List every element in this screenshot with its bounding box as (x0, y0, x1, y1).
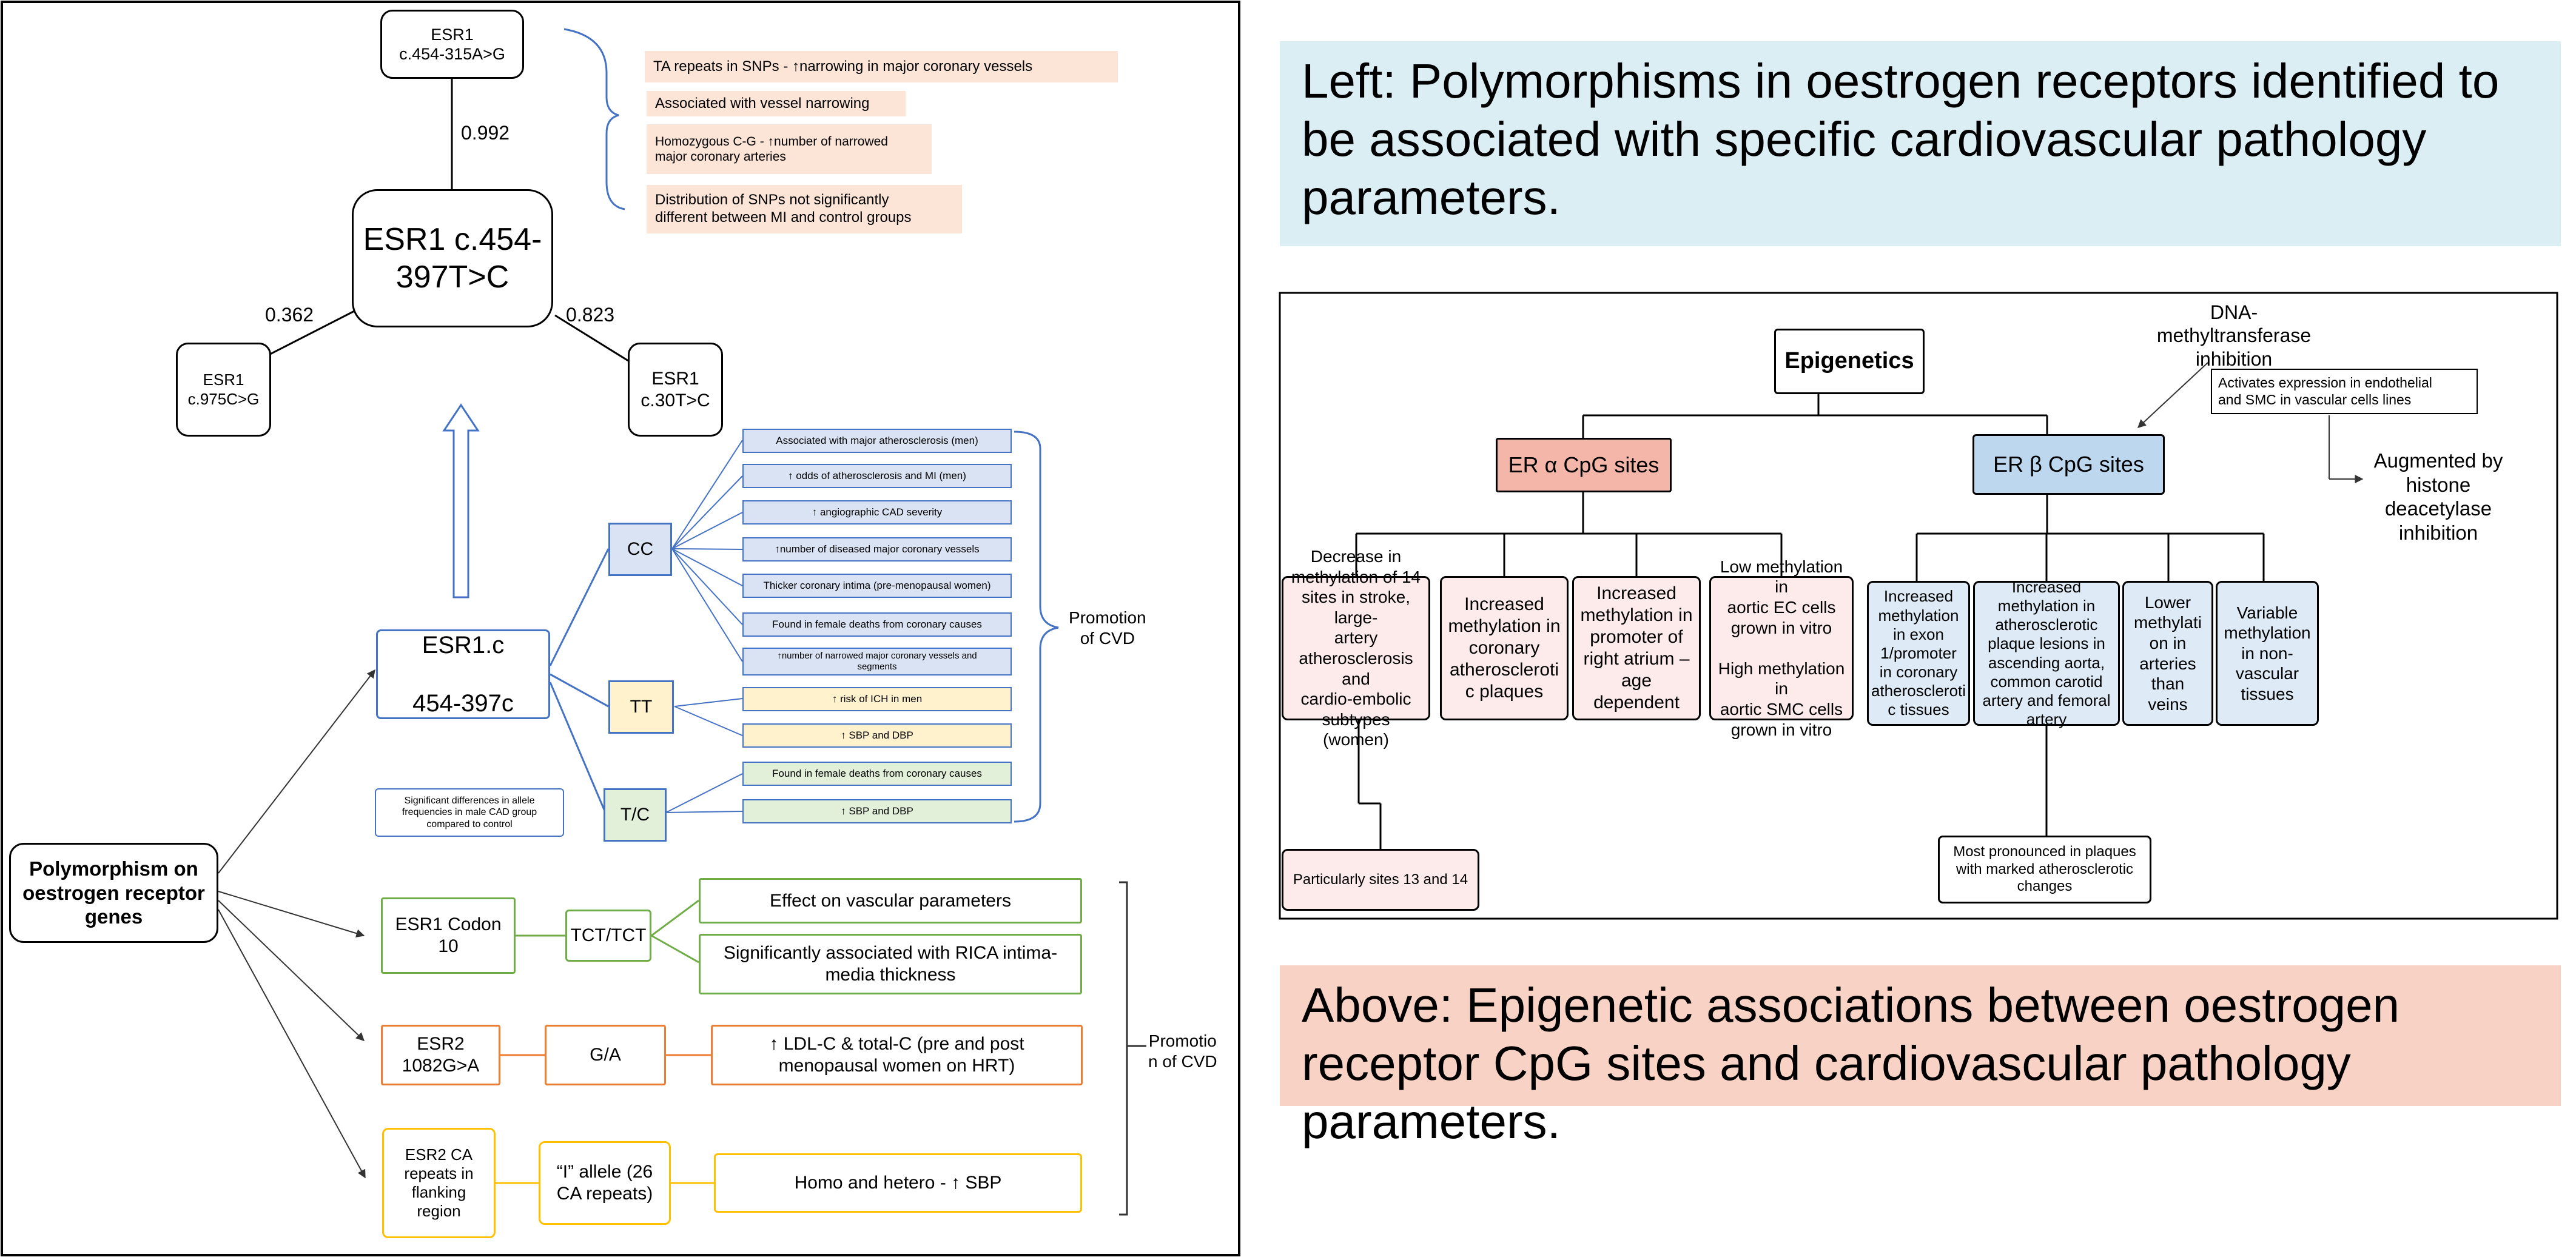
genotype-tc: T/C (604, 788, 667, 842)
linkage-value-left: 0.362 (265, 304, 314, 326)
linkage-value-right: 0.823 (566, 304, 615, 326)
genotype-cc: CC (608, 523, 672, 576)
cc-finding-1: Associated with major atherosclerosis (m… (742, 429, 1012, 453)
alpha-child-2: Increased methylation in coronary athero… (1440, 576, 1569, 720)
cc-finding-6: Found in female deaths from coronary cau… (742, 612, 1012, 637)
esr2-ca-node: ESR2 CA repeats in flanking region (382, 1128, 496, 1238)
esr1-codon10-node: ESR1 Codon 10 (381, 897, 516, 974)
note-snp-distribution: Distribution of SNPs not significantly d… (647, 185, 962, 233)
promotion-cvd-label-2: Promotio n of CVD (1148, 1031, 1217, 1071)
ga-genotype: G/A (545, 1025, 666, 1085)
esr1-left-node: ESR1 c.975C>G (176, 343, 271, 437)
alpha-child-1: Decrease in methylation of 14 sites in s… (1282, 547, 1430, 749)
esr1-top-node: ESR1 c.454-315A>G (380, 10, 524, 79)
genotype-tt: TT (608, 680, 674, 734)
er-alpha-cpg-node: ER α CpG sites (1496, 438, 1672, 492)
linkage-value-top: 0.992 (461, 122, 510, 144)
cc-finding-5: Thicker coronary intima (pre-menopausal … (742, 574, 1012, 598)
cc-finding-4: ↑number of diseased major coronary vesse… (742, 537, 1012, 561)
codon-finding-1: Effect on vascular parameters (699, 878, 1082, 923)
activates-expression-note: Activates expression in endothelial and … (2211, 369, 2478, 414)
cc-finding-3: ↑ angiographic CAD severity (742, 500, 1012, 525)
allele-frequency-note: Significant differences in allele freque… (375, 788, 564, 837)
esr1c-node: ESR1.c 454-397c (376, 629, 550, 719)
esr2-1082-node: ESR2 1082G>A (381, 1025, 500, 1085)
dna-methyltransferase-label: DNA- methyltransferase inhibition (2156, 301, 2312, 370)
esr1-right-node: ESR1 c.30T>C (628, 343, 723, 437)
plaques-note: Most pronounced in plaques with marked a… (1938, 836, 2151, 903)
alpha-child-3: Increased methylation in promoter of rig… (1572, 576, 1701, 720)
tc-finding-2: ↑ SBP and DBP (742, 799, 1012, 823)
note-homozygous: Homozygous C-G - ↑number of narrowed maj… (647, 124, 932, 174)
beta-child-4: Variable methylation in non- vascular ti… (2216, 581, 2319, 726)
ldl-finding: ↑ LDL-C & total-C (pre and post menopaus… (711, 1025, 1083, 1085)
tct-genotype: TCT/TCT (565, 910, 651, 962)
note-vessel-narrowing: Associated with vessel narrowing (647, 91, 906, 116)
alpha-child-4: Low methylation in aortic EC cells grown… (1709, 557, 1854, 739)
epigenetics-title: Epigenetics (1774, 329, 1925, 394)
caption-above: Above: Epigenetic associations between o… (1280, 965, 2561, 1148)
er-beta-cpg-node: ER β CpG sites (1972, 434, 2165, 495)
cc-finding-2: ↑ odds of atherosclerosis and MI (men) (742, 464, 1012, 488)
tt-finding-1: ↑ risk of ICH in men (742, 687, 1012, 711)
homo-hetero-finding: Homo and hetero - ↑ SBP (714, 1153, 1082, 1213)
tc-finding-1: Found in female deaths from coronary cau… (742, 762, 1012, 786)
codon-finding-2: Significantly associated with RICA intim… (699, 934, 1082, 994)
note-ta-repeats: TA repeats in SNPs - ↑narrowing in major… (645, 51, 1118, 82)
i-allele-node: “I” allele (26 CA repeats) (539, 1141, 671, 1225)
beta-child-3: Lower methylati on in arteries than vein… (2122, 581, 2213, 726)
beta-child-1: Increased methylation in exon 1/promoter… (1867, 581, 1970, 726)
promotion-cvd-label-1: Promotion of CVD (1069, 608, 1146, 648)
augmented-label: Augmented by histone deacetylase inhibit… (2373, 449, 2503, 544)
esr1-main-node: ESR1 c.454- 397T>C (352, 189, 553, 327)
root-polymorphism-node: Polymorphism on oestrogen receptor genes (9, 843, 218, 943)
beta-child-2: Increased methylation in atherosclerotic… (1973, 578, 2120, 728)
sites-13-14-note: Particularly sites 13 and 14 (1282, 849, 1479, 911)
tt-finding-2: ↑ SBP and DBP (742, 723, 1012, 748)
caption-left: Left: Polymorphisms in oestrogen recepto… (1280, 41, 2561, 246)
cc-finding-7: ↑number of narrowed major coronary vesse… (742, 648, 1012, 675)
